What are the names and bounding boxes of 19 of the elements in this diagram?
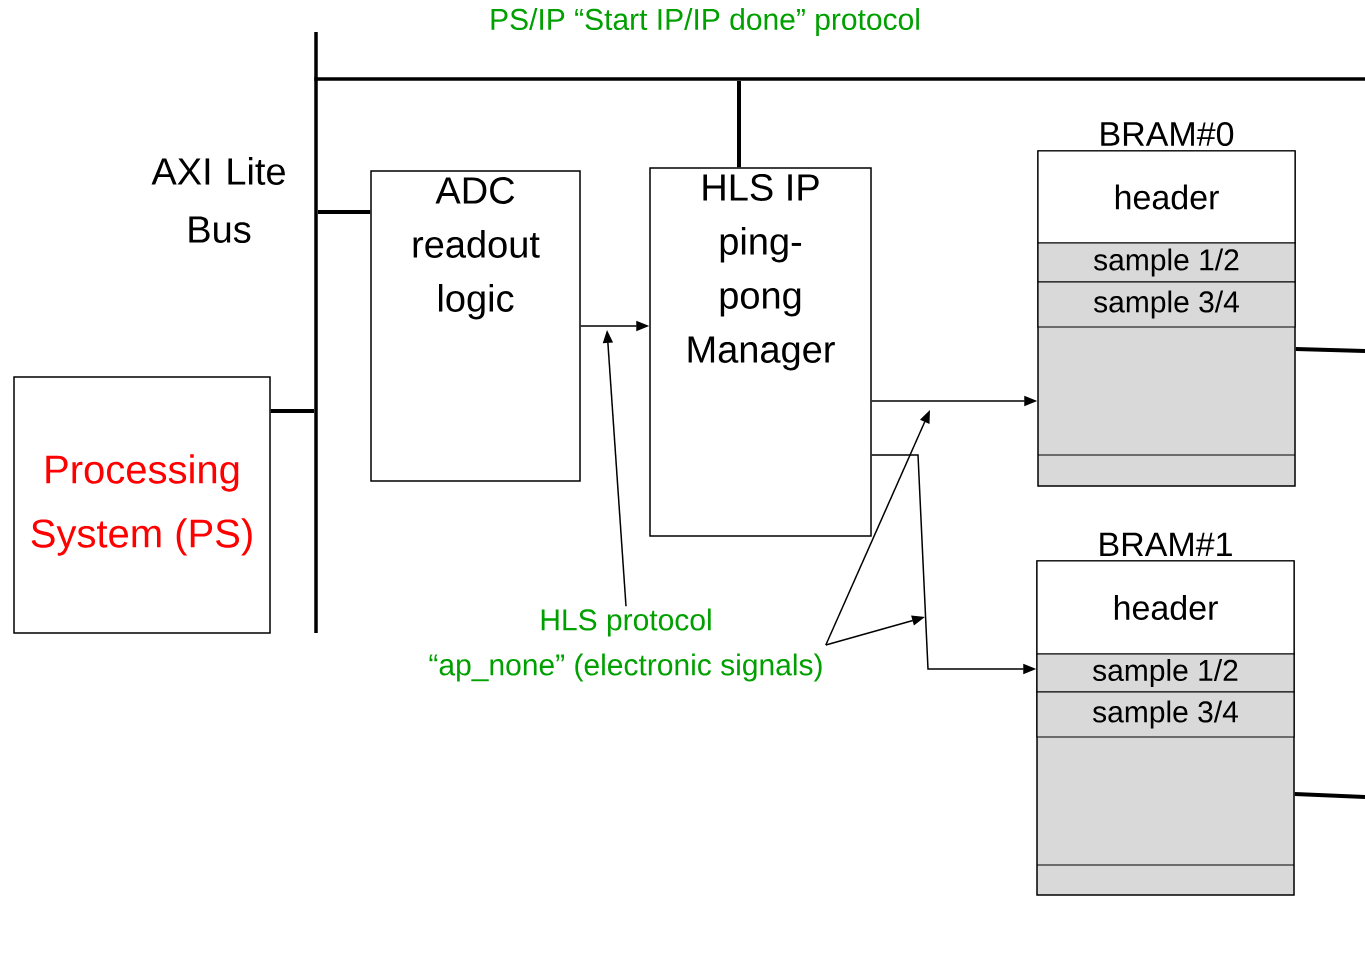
node-label: BRAM#0	[1101, 121, 1234, 147]
logic-block: HLS IP ping-pong Manager	[649, 167, 872, 537]
bus-connection	[317, 210, 371, 214]
memory-cell: sample 3/4	[1036, 691, 1295, 738]
bus-connection	[270, 409, 315, 413]
logic-block: ADC readout logic	[370, 170, 581, 482]
annotation-text: HLS protocol “ap_none” (electronic signals)	[429, 608, 822, 682]
bus-label: AXI Lite Bus	[151, 157, 285, 243]
bus-connection	[737, 80, 741, 168]
protocol-label: PS/IP “Start IP/IP done” protocol	[491, 8, 919, 36]
memory-cell: header	[1037, 150, 1296, 244]
system-box: Processing System (PS)	[13, 376, 271, 634]
memory-cell: sample 1/2	[1037, 242, 1296, 283]
memory-cell: header	[1036, 560, 1295, 655]
memory-cell: sample 1/2	[1036, 653, 1295, 693]
node-label: BRAM#1	[1100, 532, 1232, 557]
bus-connection	[1295, 347, 1365, 353]
memory-cell: sample 3/4	[1037, 281, 1296, 328]
bus-connection	[1294, 792, 1365, 799]
